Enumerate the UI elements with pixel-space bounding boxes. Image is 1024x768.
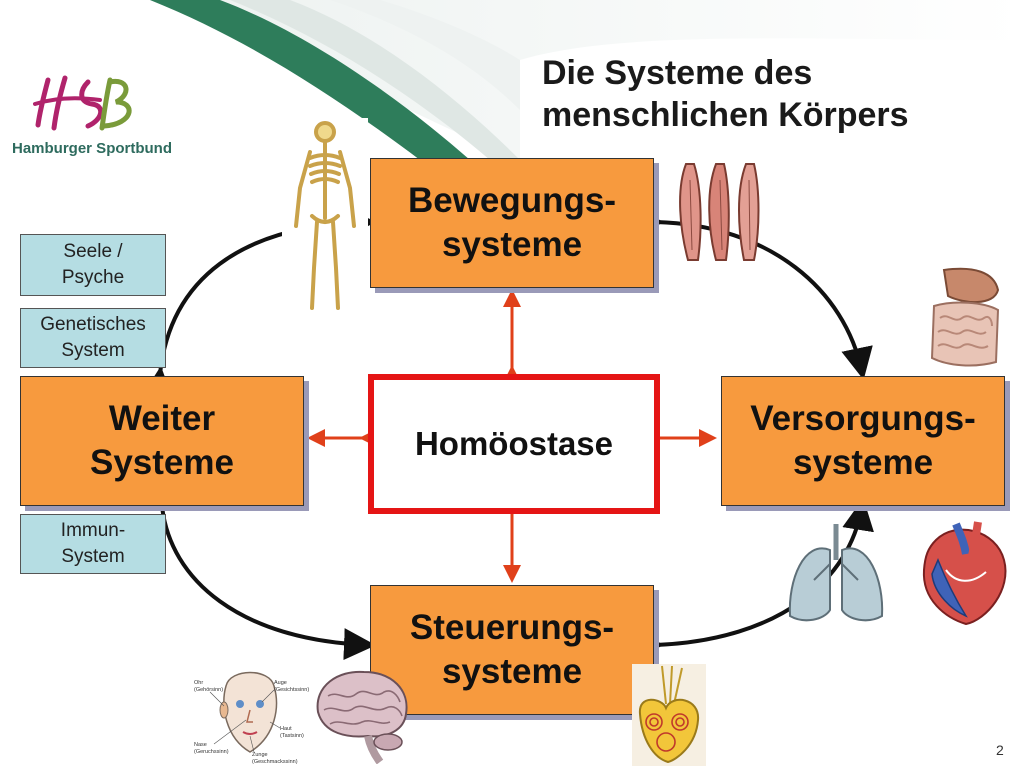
sidebox-genetisches-system: Genetisches System — [20, 308, 166, 368]
box-bewegung-line1: Bewegungs- — [407, 181, 617, 220]
logo-text: Hamburger Sportbund — [12, 140, 172, 157]
sidebox-immun-line2: System — [61, 546, 125, 567]
page-title: Die Systeme des menschlichen Körpers — [542, 52, 1012, 136]
muscle-icon — [679, 163, 760, 261]
sense-label-zunge: Zunge — [252, 752, 268, 758]
gland-icon — [632, 664, 706, 766]
head-senses-icon: Ohr (Gehörsinn) Auge (Gesichtssinn) Haut… — [194, 671, 309, 765]
box-bewegungssysteme: Bewegungs- systeme — [370, 158, 654, 288]
sidebox-immun-line1: Immun- — [60, 520, 126, 541]
box-weiter-line1: Weiter — [108, 399, 216, 438]
sense-label-nase: Nase — [194, 742, 207, 748]
arrow-left-bottom — [143, 480, 376, 661]
sidebox-seele-psyche: Seele / Psyche — [20, 234, 166, 296]
sense-label-haut-sub: (Tastsinn) — [280, 733, 304, 739]
box-homoeostase: Homöostase — [368, 374, 660, 514]
sense-label-haut: Haut — [280, 726, 292, 732]
box-bewegung-line2: systeme — [441, 225, 583, 264]
heart-icon — [922, 521, 1007, 626]
box-versorgung-line1: Versorgungs- — [750, 399, 976, 438]
sidebox-seele-line2: Psyche — [61, 267, 125, 288]
sidebox-genetisch-line1: Genetisches — [40, 314, 146, 335]
title-line-1: Die Systeme des — [542, 54, 813, 92]
skeleton-icon — [282, 118, 368, 318]
box-versorgung-line2: systeme — [792, 443, 934, 482]
box-steuerung-line2: systeme — [441, 652, 583, 691]
sense-label-zunge-sub: (Geschmackssinn) — [252, 759, 298, 765]
lung-icon — [788, 524, 884, 622]
sidebox-immun-system: Immun- System — [20, 514, 166, 574]
box-steuerung-line1: Steuerungs- — [409, 608, 615, 647]
title-line-2: menschlichen Körpers — [542, 96, 909, 134]
sense-label-ohr: Ohr — [194, 680, 203, 686]
sense-label-nase-sub: (Geruchssinn) — [194, 749, 229, 755]
box-steuerungssysteme: Steuerungs- systeme — [370, 585, 654, 715]
box-weiter-line2: Systeme — [90, 443, 234, 482]
sense-label-auge: Auge — [274, 680, 287, 686]
sidebox-genetisch-line2: System — [61, 340, 125, 361]
sense-label-ohr-sub: (Gehörsinn) — [194, 687, 223, 693]
hsb-logo — [33, 75, 132, 131]
header-swoosh-background — [0, 0, 1024, 170]
intestine-icon — [930, 267, 1000, 367]
box-weitere-systeme: Weiter Systeme — [20, 376, 304, 506]
sense-label-auge-sub: (Gesichtssinn) — [274, 687, 309, 693]
brain-icon — [316, 670, 408, 764]
box-versorgungssysteme: Versorgungs- systeme — [721, 376, 1005, 506]
page-number: 2 — [996, 742, 1004, 758]
sidebox-seele-line1: Seele / — [63, 241, 123, 262]
